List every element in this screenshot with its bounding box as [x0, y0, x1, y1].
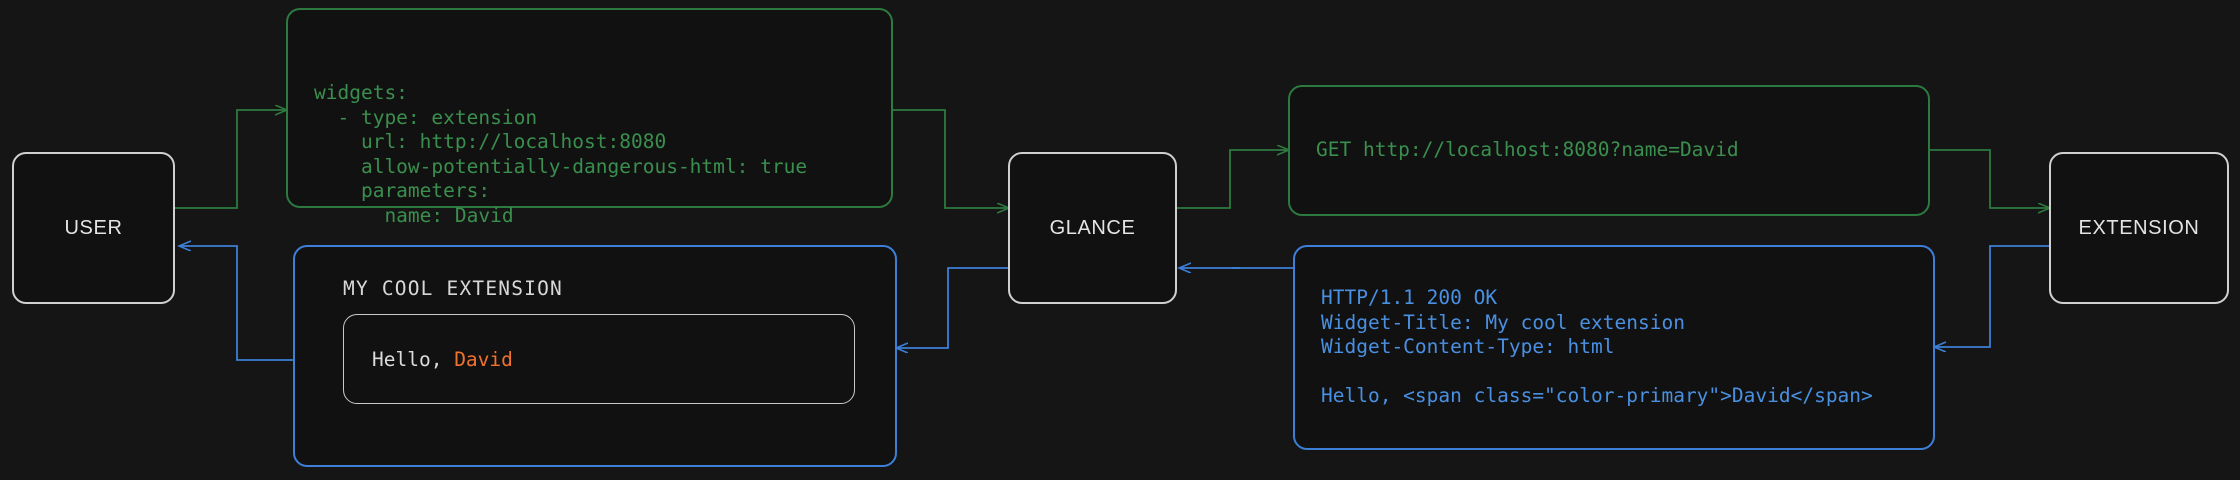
widget-preview-card: Hello, David: [343, 314, 855, 404]
edge-widget-to-user: [180, 246, 293, 361]
node-user[interactable]: USER: [12, 152, 175, 304]
edge-glance-to-request: [1177, 150, 1288, 209]
node-glance[interactable]: GLANCE: [1008, 152, 1177, 304]
node-user-label: USER: [64, 216, 123, 239]
node-glance-label: GLANCE: [1049, 216, 1136, 239]
config-yaml-text: widgets: - type: extension url: http://l…: [314, 81, 808, 227]
edge-request-to-extension: [1930, 149, 2049, 208]
edge-config-to-glance: [893, 109, 1008, 208]
config-yaml-box[interactable]: widgets: - type: extension url: http://l…: [286, 8, 893, 227]
node-extension[interactable]: EXTENSION: [2049, 152, 2229, 304]
edge-extension-to-response: [1935, 245, 2049, 347]
widget-preview-box[interactable]: MY COOL EXTENSION Hello, David: [293, 245, 897, 467]
widget-preview-title: MY COOL EXTENSION: [343, 277, 563, 300]
widget-greeting-name: David: [454, 347, 513, 371]
widget-greeting-prefix: Hello,: [372, 347, 455, 371]
http-request-text: GET http://localhost:8080?name=David: [1316, 138, 1739, 162]
http-response-box[interactable]: HTTP/1.1 200 OK Widget-Title: My cool ex…: [1293, 245, 1935, 450]
widget-preview-greeting: Hello, David: [372, 348, 513, 371]
http-request-box[interactable]: GET http://localhost:8080?name=David: [1288, 85, 1930, 216]
node-extension-label: EXTENSION: [2078, 216, 2200, 239]
edge-user-to-config: [175, 110, 286, 209]
edge-glance-to-widget: [897, 267, 1008, 348]
http-response-text: HTTP/1.1 200 OK Widget-Title: My cool ex…: [1321, 286, 1873, 408]
